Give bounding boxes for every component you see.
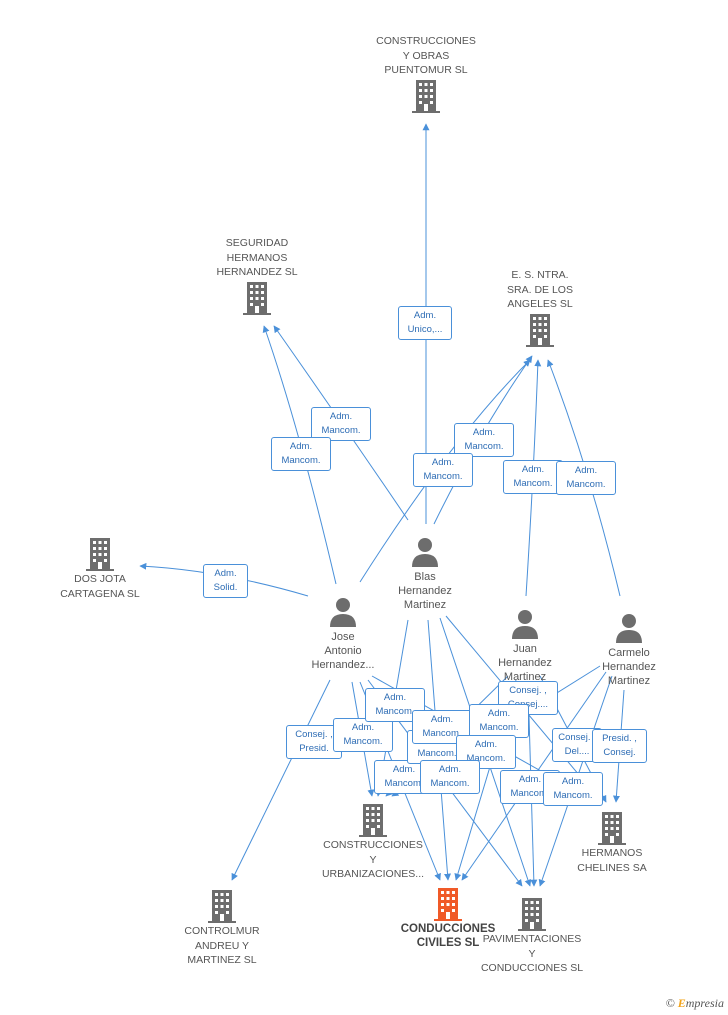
relation-label[interactable]: Adm.Mancom. [420,760,480,794]
relation-label[interactable]: Adm.Mancom. [271,437,331,471]
person-carmelo-hernandez-martinez[interactable]: Carmelo Hernandez Martinez [574,612,684,688]
person-blas-hernandez-martinez[interactable]: Blas Hernandez Martinez [370,536,480,612]
relation-label[interactable]: Adm.Mancom. [543,772,603,806]
building-icon [526,313,554,347]
company-pavimentaciones-conducciones[interactable]: PAVIMENTACIONES Y CONDUCCIONES SL [472,896,592,976]
relation-label[interactable]: Adm.Mancom. [503,460,563,494]
company-label: DOS JOTA [74,573,126,585]
company-label: HERNANDEZ SL [216,266,298,278]
copyright-symbol: © [665,996,675,1010]
relation-label[interactable]: Adm.Mancom. [413,453,473,487]
brand-name: mpresia [685,996,724,1010]
building-icon [86,538,114,571]
relation-label[interactable]: Adm.Mancom. [454,423,514,457]
person-label: Martinez [403,599,447,611]
company-label: CHELINES SA [577,861,647,874]
relation-label[interactable]: Adm.Unico,... [398,306,452,340]
company-label: URBANIZACIONES... [321,868,425,880]
company-label: Y [528,947,536,960]
company-label: ANGELES SL [507,298,573,310]
relation-label[interactable]: Adm.Mancom. [311,407,371,441]
relation-label[interactable]: Adm.Mancom. [556,461,616,495]
company-dos-jota-cartagena[interactable]: DOS JOTA CARTAGENA SL [40,536,160,601]
company-label: CONSTRUCCIONES [376,35,476,47]
person-label: Antonio [324,645,362,657]
person-label: Hernandez [498,657,552,669]
company-seguridad-hermanos-hernandez[interactable]: SEGURIDAD HERMANOS HERNANDEZ SL [197,236,317,316]
company-label: ANDREU Y [194,939,250,952]
person-label: Jose [331,631,355,643]
building-icon [412,79,440,113]
person-icon [616,614,642,643]
edge [231,679,331,881]
relation-label[interactable]: Adm.Mancom. [469,704,529,738]
company-label: SEGURIDAD [225,237,289,249]
building-icon [243,281,271,315]
brand-initial: E [677,996,686,1010]
company-label: Y OBRAS [402,49,450,62]
building-icon [359,804,387,837]
building-icon [434,888,462,921]
empresia-watermark: © Empresia [666,996,724,1011]
relation-label[interactable]: Presid. ,Consej. [592,729,647,763]
company-label: CONDUCCIONES [400,923,496,935]
company-construcciones-obras-puentomur[interactable]: CONSTRUCCIONES Y OBRAS PUENTOMUR SL [366,34,486,114]
company-label: CONDUCCIONES SL [480,962,584,974]
company-controlmur-andreu-martinez[interactable]: CONTROLMUR ANDREU Y MARTINEZ SL [162,888,282,968]
company-label: PUENTOMUR SL [384,64,468,76]
person-label: Martinez [607,675,651,687]
company-conducciones-civiles-focal[interactable]: CONDUCCIONES CIVILES SL [388,886,508,950]
company-label: CONTROLMUR [184,925,260,937]
person-jose-antonio-hernandez[interactable]: Jose Antonio Hernandez... [288,596,398,672]
company-es-ntra-sra-angeles[interactable]: E. S. NTRA. SRA. DE LOS ANGELES SL [480,268,600,348]
person-label: Hernandez [398,585,452,597]
company-label: HERMANOS [226,251,288,264]
company-label: MARTINEZ SL [187,954,257,966]
company-label: HERMANOS [581,847,643,859]
company-label: CIVILES SL [416,937,480,949]
person-juan-hernandez-martinez[interactable]: Juan Hernandez Martinez [470,608,580,684]
company-label: CONSTRUCCIONES [323,839,423,851]
company-label: CARTAGENA SL [60,587,140,600]
company-label: E. S. NTRA. [511,269,569,281]
company-label: PAVIMENTACIONES [482,933,582,945]
company-label: SRA. DE LOS [507,283,573,296]
person-label: Hernandez... [311,659,375,671]
person-icon [330,598,356,627]
person-label: Blas [414,571,436,583]
building-icon [598,812,626,845]
company-label: Y [369,853,377,866]
person-icon [412,538,438,567]
relation-label[interactable]: Adm.Mancom. [333,718,393,752]
company-construcciones-urbanizaciones[interactable]: CONSTRUCCIONES Y URBANIZACIONES... [313,802,433,882]
person-label: Hernandez [602,661,656,673]
company-hermanos-chelines[interactable]: HERMANOS CHELINES SA [552,810,672,875]
person-label: Martinez [503,671,547,683]
person-label: Juan [513,643,537,655]
building-icon [208,890,236,923]
relation-label[interactable]: Adm.Solid. [203,564,248,598]
person-label: Carmelo [608,647,650,659]
person-icon [512,610,538,639]
building-icon [518,898,546,931]
relation-label[interactable]: Adm.Mancom. [456,735,516,769]
